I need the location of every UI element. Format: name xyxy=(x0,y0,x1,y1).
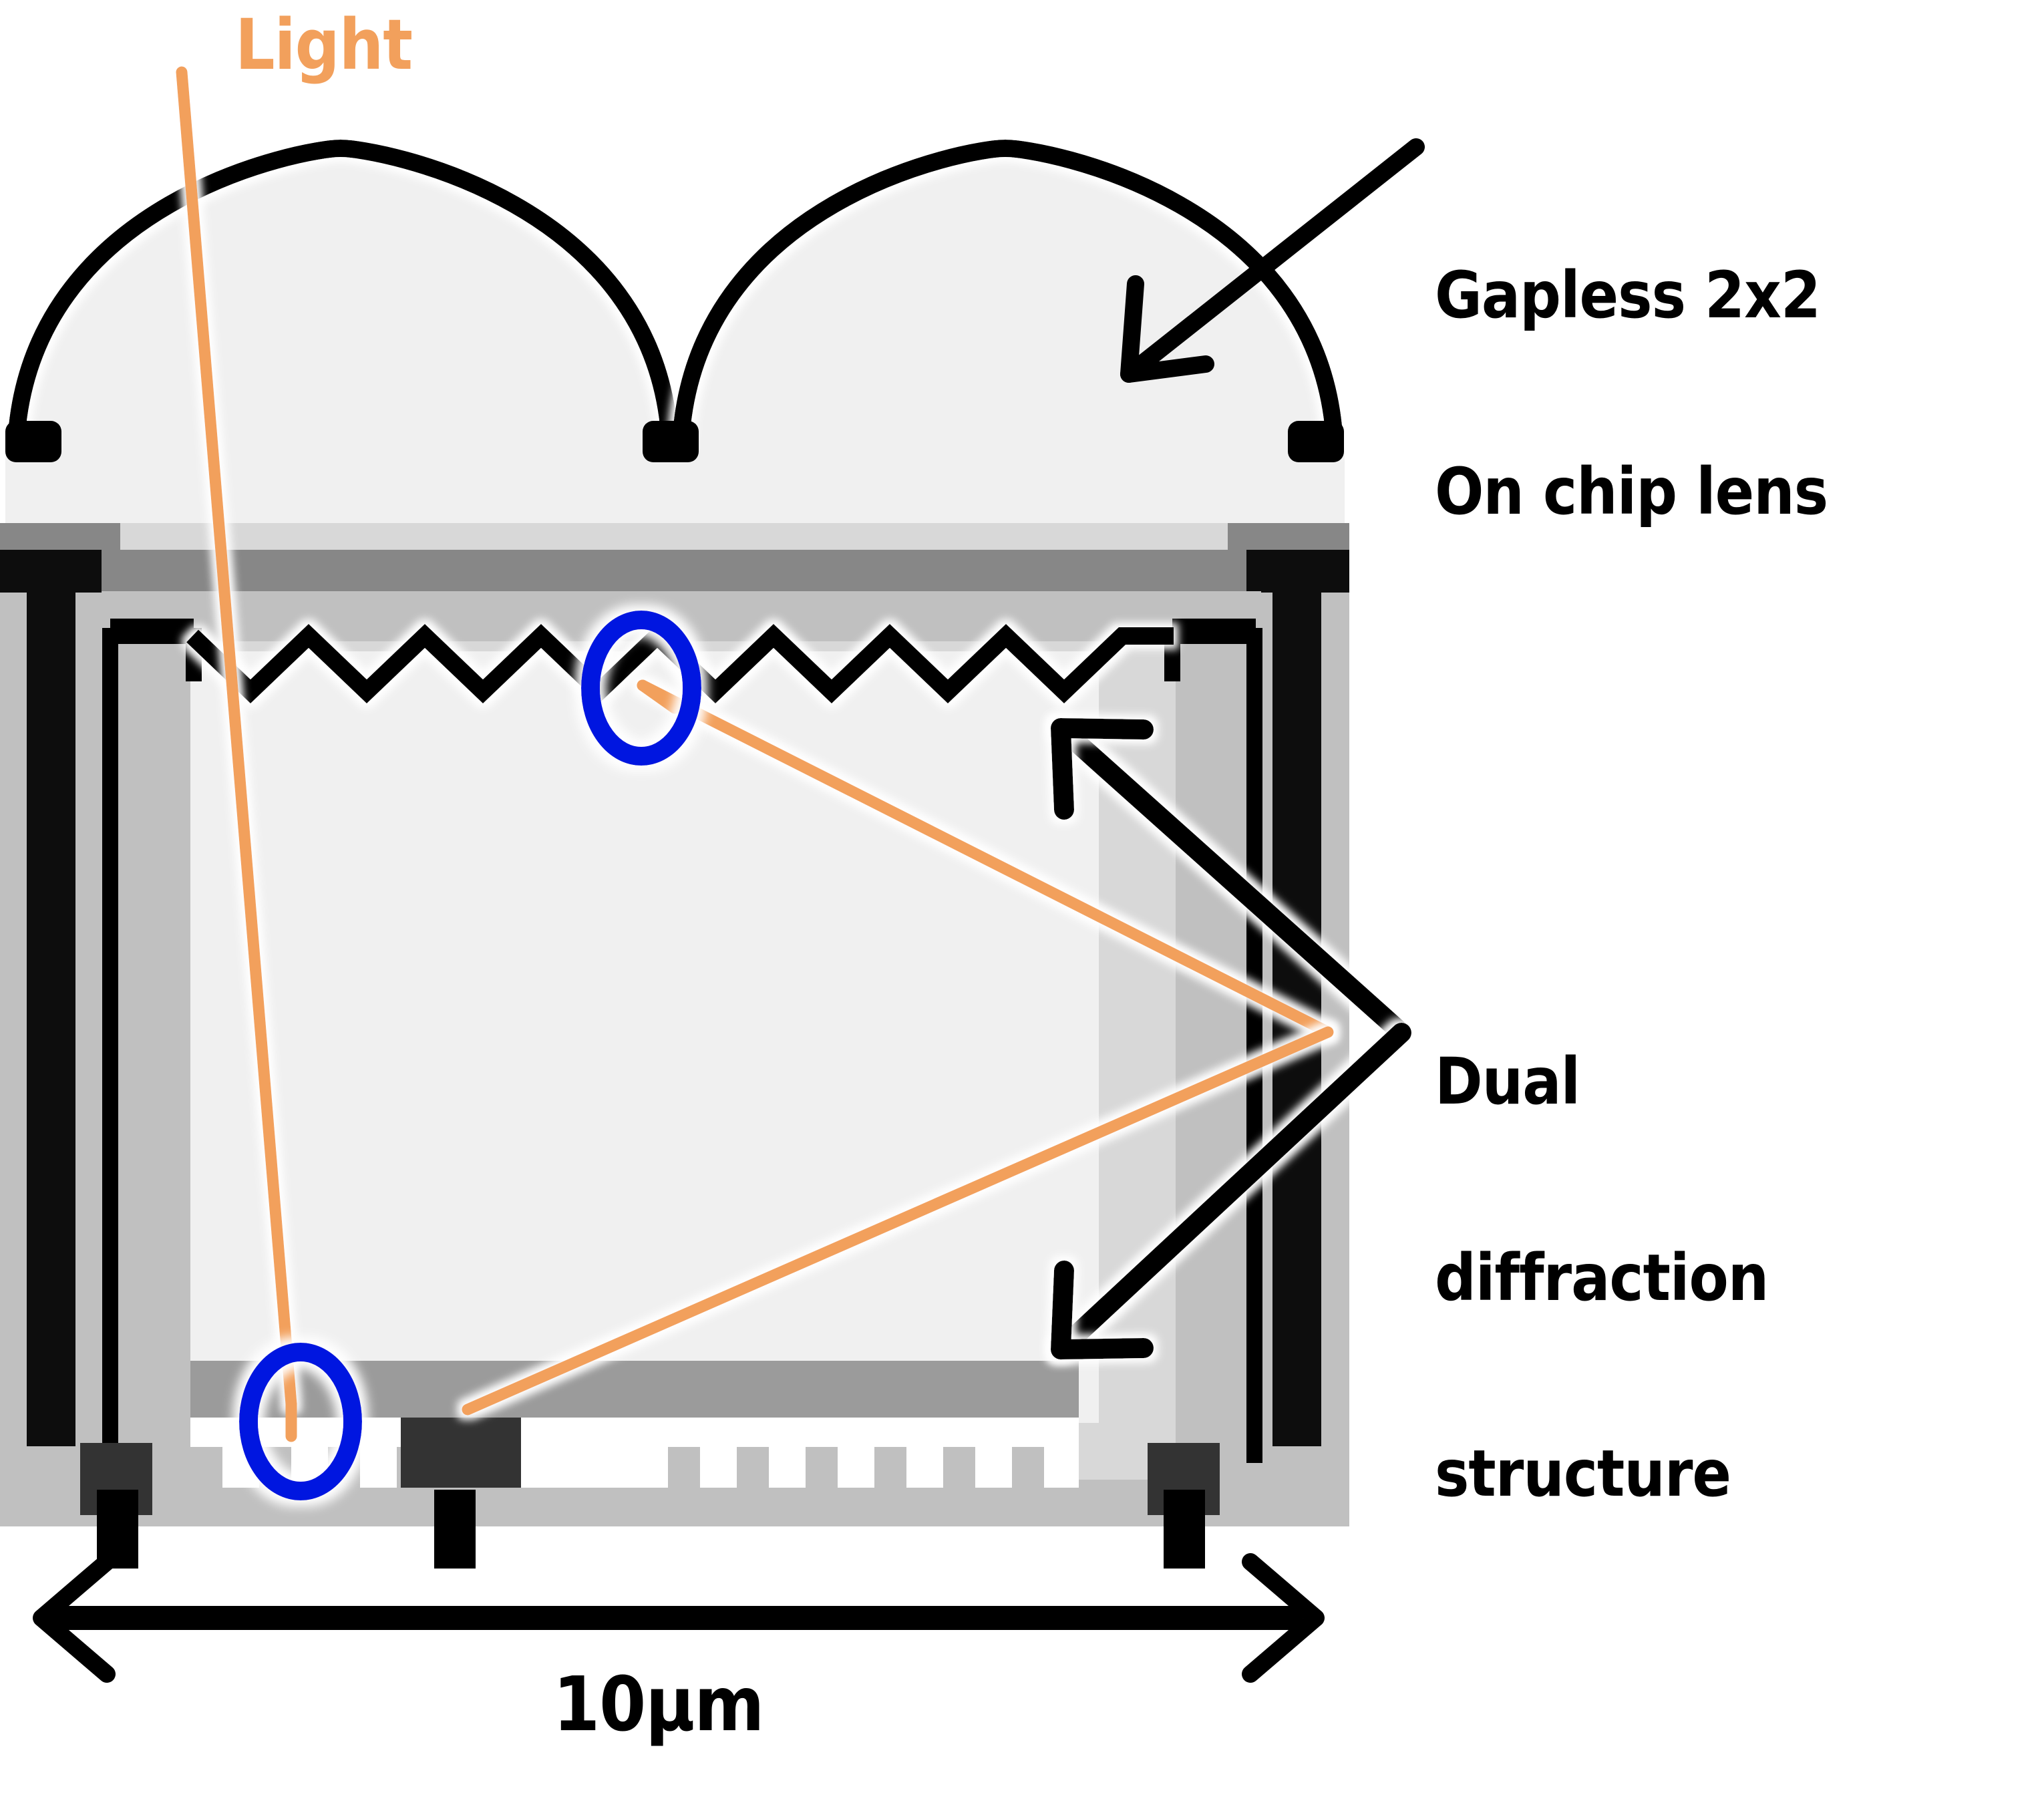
grating-tooth xyxy=(737,1447,769,1488)
light-ray-group xyxy=(176,66,1334,1442)
scale-bar-arrowhead-left xyxy=(33,1553,116,1683)
grating-base xyxy=(190,1488,1079,1496)
diffraction-callout-head-upper xyxy=(1051,718,1154,820)
callout-arrow-group xyxy=(1051,138,1425,1359)
lens-callout-head xyxy=(1120,275,1214,383)
diffraction-callout-shaft-lower xyxy=(1051,1023,1411,1359)
lens-foot-left xyxy=(5,421,61,462)
metal-shield-right-post xyxy=(1272,550,1321,1446)
scale-bar-label: 10μm xyxy=(553,1661,764,1748)
lens-foot-right xyxy=(1288,421,1344,462)
layer-shoulder-left xyxy=(0,523,120,551)
layer-shoulder-right xyxy=(1228,523,1349,551)
via-post-right xyxy=(1164,1490,1205,1569)
grating-tooth xyxy=(668,1447,700,1488)
diffraction-callout-head-lower xyxy=(1051,1261,1154,1359)
layer-planarization xyxy=(0,523,1349,550)
reflected-ray-down-left xyxy=(462,1026,1334,1416)
highlight-circle-top xyxy=(581,611,701,766)
lens-dome-left-fill xyxy=(12,147,671,442)
dual-diffraction-label-line3: structure xyxy=(1435,1436,1731,1512)
center-contact-block xyxy=(401,1418,521,1488)
layer-color-filter xyxy=(0,550,1349,591)
metal-shield-left-post xyxy=(27,550,75,1446)
incident-light-ray xyxy=(176,66,297,1410)
grating-tooth xyxy=(190,1447,222,1488)
lens-callout-shaft xyxy=(1120,138,1425,383)
light-label: Light xyxy=(235,4,413,86)
diffraction-callout-shaft-upper xyxy=(1051,718,1411,1043)
scale-bar-group xyxy=(33,1553,1325,1683)
scale-bar-arrowhead-right xyxy=(1242,1553,1325,1683)
on-chip-lens-callout-label: Gapless 2x2 On chip lens xyxy=(1435,132,1828,655)
diffracted-ray-down-right xyxy=(637,679,1334,1038)
bottom-diffraction-group xyxy=(80,1361,1220,1569)
dual-diffraction-label-line2: diffraction xyxy=(1435,1240,1769,1315)
on-chip-lens-label-line2: On chip lens xyxy=(1435,454,1828,529)
grating-tooth xyxy=(1012,1447,1044,1488)
lens-dome-left-outline xyxy=(7,139,679,451)
highlight-circle-group xyxy=(239,611,701,1500)
grating-tooth xyxy=(806,1447,838,1488)
grating-tooth xyxy=(943,1447,975,1488)
dual-diffraction-label-line1: Dual xyxy=(1435,1043,1580,1119)
dual-diffraction-callout-label: Dual diffraction structure xyxy=(1435,919,1769,1638)
highlight-circle-bottom xyxy=(239,1343,362,1500)
via-post-center xyxy=(434,1490,476,1569)
lens-foot-center xyxy=(643,421,699,462)
grating-tooth xyxy=(874,1447,906,1488)
on-chip-lens-label-line1: Gapless 2x2 xyxy=(1435,257,1821,333)
